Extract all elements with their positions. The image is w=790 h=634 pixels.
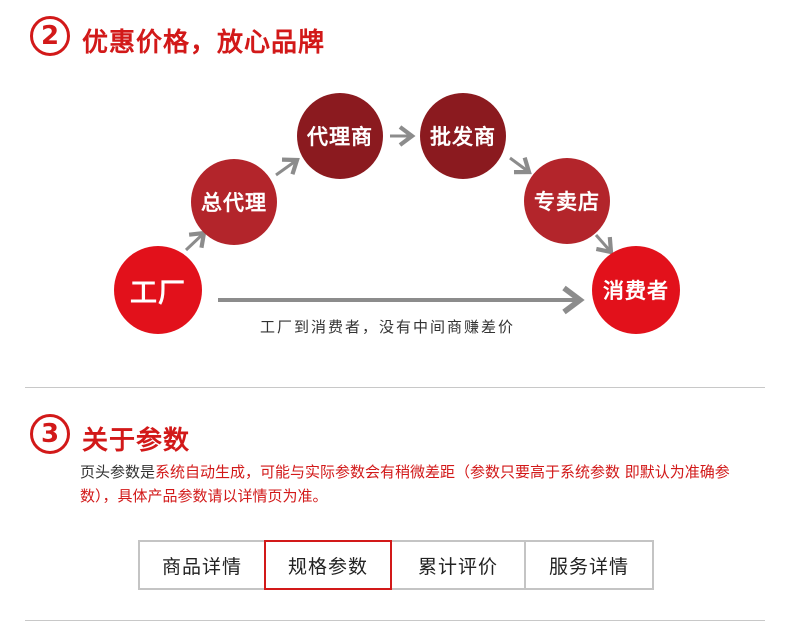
tab-specifications[interactable]: 规格参数 bbox=[264, 540, 392, 590]
tab-product-details[interactable]: 商品详情 bbox=[138, 540, 266, 590]
direct-path-note: 工厂到消费者，没有中间商赚差价 bbox=[260, 318, 516, 336]
section-divider-1 bbox=[25, 387, 765, 388]
section-3-number: 3 bbox=[30, 414, 70, 454]
node-general-agent: 总代理 bbox=[191, 159, 277, 245]
detail-tabs: 商品详情 规格参数 累计评价 服务详情 bbox=[138, 540, 654, 590]
tab-reviews[interactable]: 累计评价 bbox=[390, 540, 526, 590]
node-store: 专卖店 bbox=[524, 158, 610, 244]
arrow-store-to-consumer bbox=[594, 234, 614, 255]
section-divider-2 bbox=[25, 620, 765, 621]
arrow-factory-to-general-agent bbox=[184, 230, 207, 252]
disclaimer-lead: 页头参数是 bbox=[80, 463, 156, 481]
arrow-wholesaler-to-store bbox=[509, 156, 532, 175]
node-agent: 代理商 bbox=[297, 93, 383, 179]
disclaimer-highlight: 系统自动生成，可能与实际参数会有稍微差距（参数只要高于系统参数 即默认为准确参数… bbox=[80, 463, 730, 505]
section-2-number: 2 bbox=[30, 16, 70, 56]
arrow-general-agent-to-agent bbox=[275, 157, 300, 177]
node-factory: 工厂 bbox=[114, 246, 202, 334]
parameter-disclaimer: 页头参数是系统自动生成，可能与实际参数会有稍微差距（参数只要高于系统参数 即默认… bbox=[80, 460, 760, 508]
section-3-title: 关于参数 bbox=[82, 426, 191, 456]
section-2-title: 优惠价格，放心品牌 bbox=[82, 28, 326, 58]
node-wholesaler: 批发商 bbox=[420, 93, 506, 179]
tab-service-details[interactable]: 服务详情 bbox=[524, 540, 654, 590]
node-consumer: 消费者 bbox=[592, 246, 680, 334]
